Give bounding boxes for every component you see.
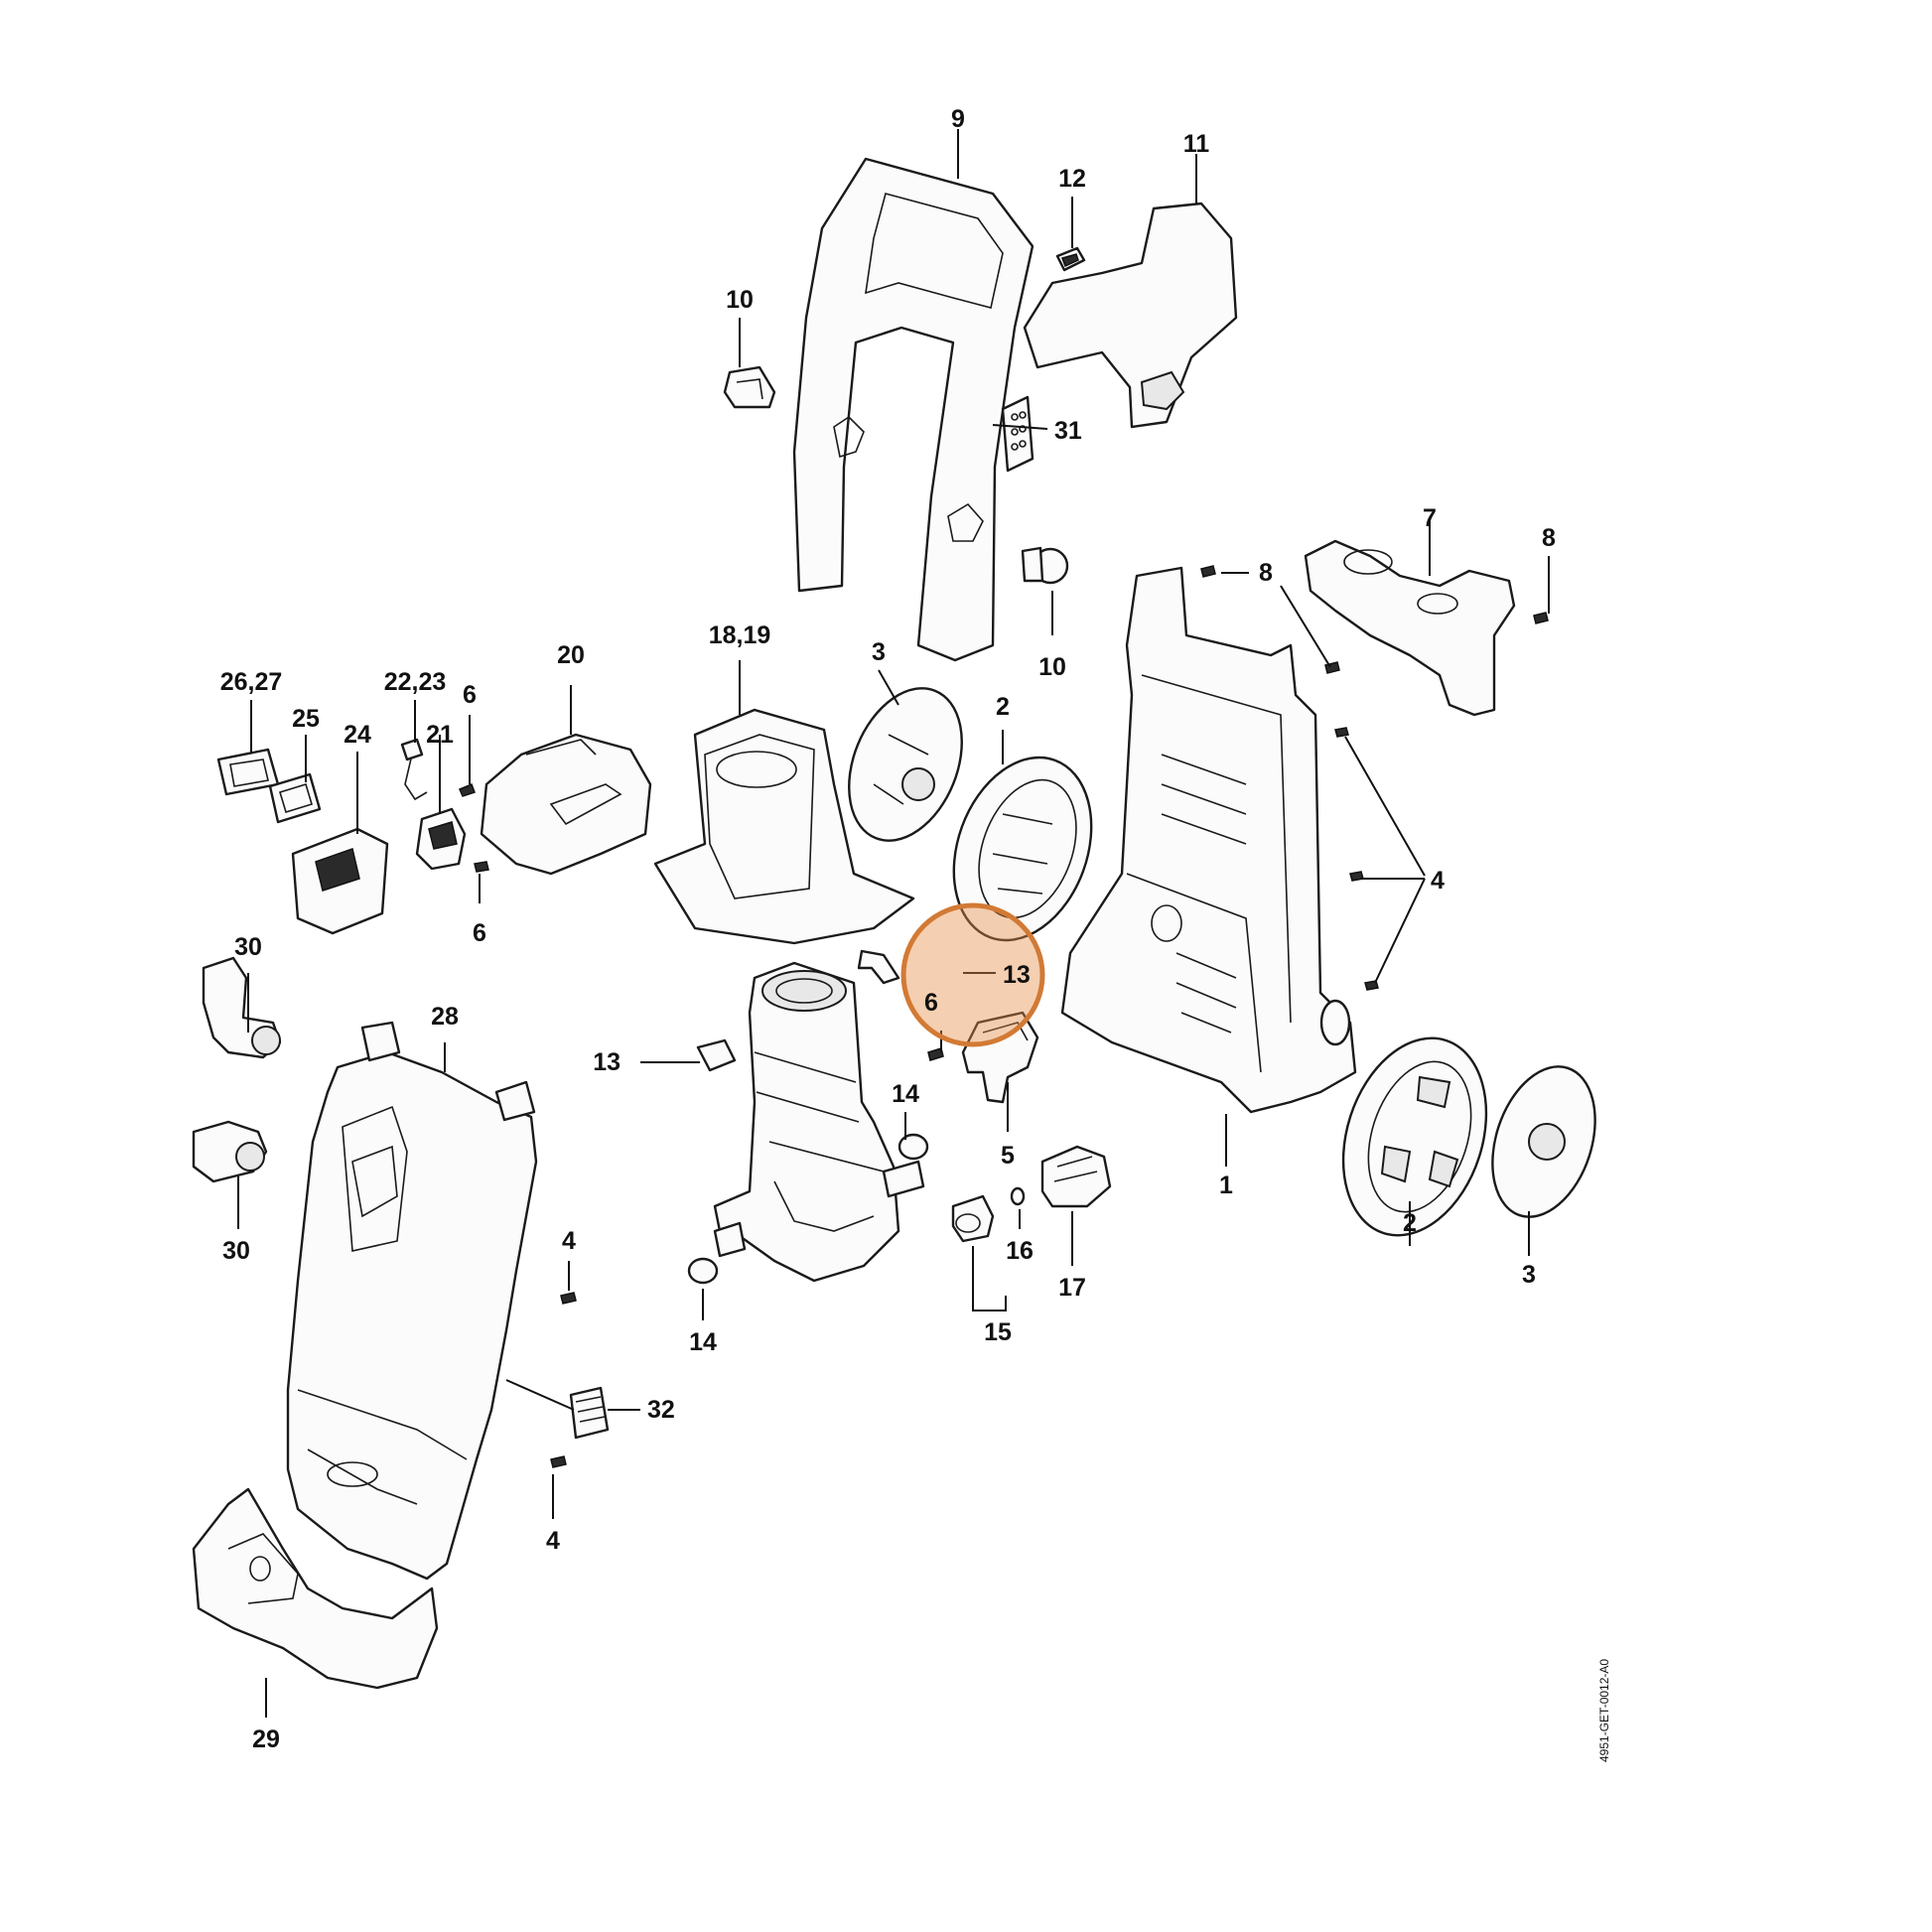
part-main-housing	[1060, 566, 1357, 1114]
callout-29: 29	[252, 1725, 280, 1753]
callout-5: 5	[1001, 1142, 1015, 1170]
part-front-cover	[286, 1021, 538, 1581]
callout-2-lower: 2	[1403, 1209, 1417, 1237]
callout-14-lower: 14	[689, 1328, 717, 1356]
part-motor-shroud	[653, 708, 915, 945]
callout-8-left: 8	[1259, 559, 1273, 587]
callout-22-23: 22,23	[384, 668, 447, 696]
part-switch-cover	[480, 733, 652, 876]
part-screw-c	[927, 1047, 944, 1061]
part-knob-left-lower	[192, 1120, 268, 1183]
part-screw-a	[459, 783, 476, 797]
callout-3-lower: 3	[1522, 1261, 1536, 1289]
callout-25: 25	[292, 705, 320, 733]
part-clip-lower	[696, 1038, 737, 1072]
callout-1: 1	[1219, 1172, 1233, 1199]
part-plug-lower	[687, 1257, 719, 1285]
reference-code: 4951-GET-0012-A0	[1597, 1659, 1611, 1762]
callout-11: 11	[1183, 130, 1210, 158]
part-rating-label	[569, 1386, 610, 1440]
part-screw-j	[560, 1292, 577, 1305]
callout-18-19: 18,19	[709, 621, 771, 649]
part-gasket	[268, 772, 322, 824]
callout-8-right: 8	[1542, 524, 1556, 552]
part-wheel-lower	[1341, 1036, 1488, 1237]
callout-4-left-lower: 4	[546, 1527, 560, 1555]
callout-15: 15	[984, 1318, 1012, 1346]
part-handle-frame	[792, 157, 1035, 662]
part-o-ring	[1010, 1186, 1026, 1206]
part-hubcap-lower	[1491, 1065, 1596, 1218]
callout-6-upper: 6	[463, 681, 477, 709]
part-clip-upper	[857, 949, 900, 985]
part-label-decal	[1001, 395, 1035, 473]
callout-13-lower: 13	[593, 1048, 621, 1076]
callout-30-upper: 30	[234, 933, 262, 961]
callout-26-27: 26,27	[220, 668, 283, 696]
leader-lines	[237, 129, 1550, 1718]
part-screw-d	[1334, 727, 1349, 738]
part-plug-upper	[897, 1133, 929, 1161]
callout-20: 20	[557, 641, 585, 669]
callout-4-left-upper: 4	[562, 1227, 576, 1255]
part-switch-bezel	[216, 748, 280, 796]
part-screw-g	[1200, 565, 1216, 578]
part-screw-h	[1533, 612, 1549, 624]
part-knob-left-upper	[202, 956, 282, 1059]
callout-32: 32	[647, 1396, 675, 1424]
part-cable	[400, 738, 428, 801]
part-connector	[1040, 1145, 1112, 1208]
callout-30-lower: 30	[222, 1237, 250, 1265]
part-hose-holder	[1304, 539, 1516, 717]
part-side-holder	[1023, 202, 1238, 429]
part-hubcap-upper	[848, 687, 963, 842]
part-knob-lower	[1021, 546, 1069, 585]
part-screw-b	[474, 861, 489, 873]
part-screw-f	[1364, 980, 1379, 991]
callout-10-lower: 10	[1038, 653, 1066, 681]
callout-3-upper: 3	[872, 638, 886, 666]
part-screw-k	[550, 1455, 567, 1468]
callout-7: 7	[1423, 504, 1437, 532]
callout-16: 16	[1006, 1237, 1034, 1265]
part-wheel-upper	[952, 756, 1093, 942]
highlight-ring	[900, 902, 1045, 1047]
part-small-clip	[1055, 246, 1086, 272]
part-fitting	[951, 1194, 995, 1243]
part-knob-upper	[723, 365, 776, 409]
part-motor-pump-unit	[713, 961, 925, 1283]
part-switch	[415, 807, 467, 871]
callout-2-upper: 2	[996, 693, 1010, 721]
callout-12: 12	[1058, 165, 1086, 193]
callout-24: 24	[344, 721, 371, 749]
part-bracket	[961, 1011, 1039, 1104]
part-base-tray	[192, 1487, 439, 1690]
part-switch-box	[291, 827, 389, 935]
callout-28: 28	[431, 1003, 459, 1031]
callout-10-upper: 10	[726, 286, 754, 314]
callout-21: 21	[426, 721, 454, 749]
callout-labels: 9 11 12 10 10 31 7 8 8 26,27 22,23 20 18…	[220, 105, 1556, 1753]
callout-17: 17	[1058, 1274, 1086, 1302]
callout-14-upper: 14	[892, 1080, 919, 1108]
callout-9: 9	[951, 105, 965, 133]
callout-13-upper: 13	[1003, 961, 1031, 989]
callout-6-lower: 6	[924, 989, 938, 1017]
callout-31: 31	[1054, 417, 1082, 445]
callout-4-right: 4	[1431, 867, 1445, 895]
callout-6-middle: 6	[473, 919, 486, 947]
